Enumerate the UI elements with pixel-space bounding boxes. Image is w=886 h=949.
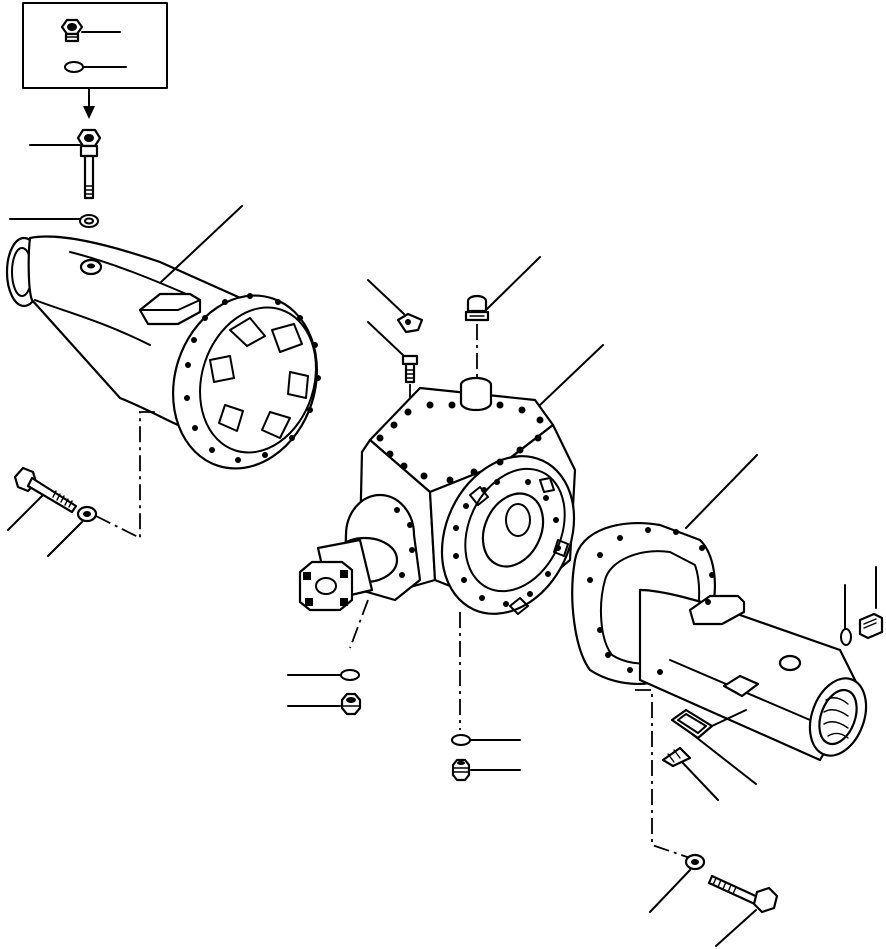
plug-icon [858,612,884,640]
plate-seat-leader [711,709,747,727]
axle-housing-icon [571,521,868,762]
o-ring-icon [64,61,84,73]
right-washer-leader [649,869,691,913]
screw-icon [661,746,692,768]
hex-plug-icon [60,18,84,43]
screw-leader [681,761,719,801]
bolt-icon [13,466,78,514]
right-bolt-leader [715,909,757,947]
pin-icon [396,312,424,334]
left-washer-leader [47,521,83,557]
arrow-down-icon [83,87,95,119]
right-assembly-centerline [635,689,691,859]
washer-icon [76,505,98,523]
plug-icon [451,758,471,782]
fitting-leader [367,321,405,357]
washer-icon [684,853,706,871]
right-housing-leader [685,454,758,529]
o-ring-icon [340,669,360,681]
top-plug-leader [486,256,541,310]
pin-leader [367,279,405,315]
axle-housing-icon [5,235,321,470]
left-assembly-centerline [95,411,160,540]
washer-icon [79,214,99,228]
pinion-centerline [349,599,369,649]
breather-icon [76,128,102,200]
left-housing-leader [159,205,243,284]
plate-leader [691,733,757,785]
kit-inset-box [22,2,168,89]
bolt-icon [707,874,779,914]
left-bolt-leader [7,495,43,531]
fitting-icon [401,354,419,384]
center-housing-leader [539,344,604,406]
o-ring-icon [840,628,852,646]
plug-icon [340,692,362,716]
o-ring-icon [451,734,471,746]
plug-icon [464,294,490,322]
differential-housing-icon [298,376,577,615]
